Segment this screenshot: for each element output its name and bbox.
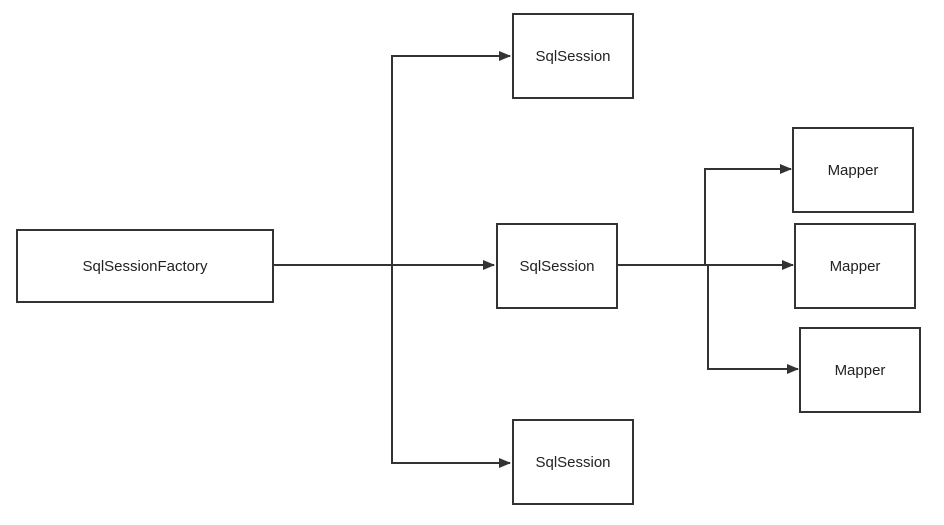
node-mapper-middle: Mapper: [794, 223, 916, 309]
node-sqlsessionfactory: SqlSessionFactory: [16, 229, 274, 303]
node-label: SqlSessionFactory: [82, 257, 208, 275]
node-mapper-top: Mapper: [792, 127, 914, 213]
edge-session2-mapper1: [617, 164, 792, 266]
edge-session2-mapper3: [617, 264, 799, 374]
node-sqlsession-bottom: SqlSession: [512, 419, 634, 505]
node-label: SqlSession: [535, 47, 611, 65]
edge-factory-session3: [273, 264, 511, 468]
node-sqlsession-middle: SqlSession: [496, 223, 618, 309]
node-label: Mapper: [834, 361, 886, 379]
node-label: SqlSession: [519, 257, 595, 275]
node-label: Mapper: [827, 161, 879, 179]
node-sqlsession-top: SqlSession: [512, 13, 634, 99]
edge-factory-session1: [273, 51, 511, 266]
node-label: Mapper: [829, 257, 881, 275]
node-mapper-bottom: Mapper: [799, 327, 921, 413]
node-label: SqlSession: [535, 453, 611, 471]
